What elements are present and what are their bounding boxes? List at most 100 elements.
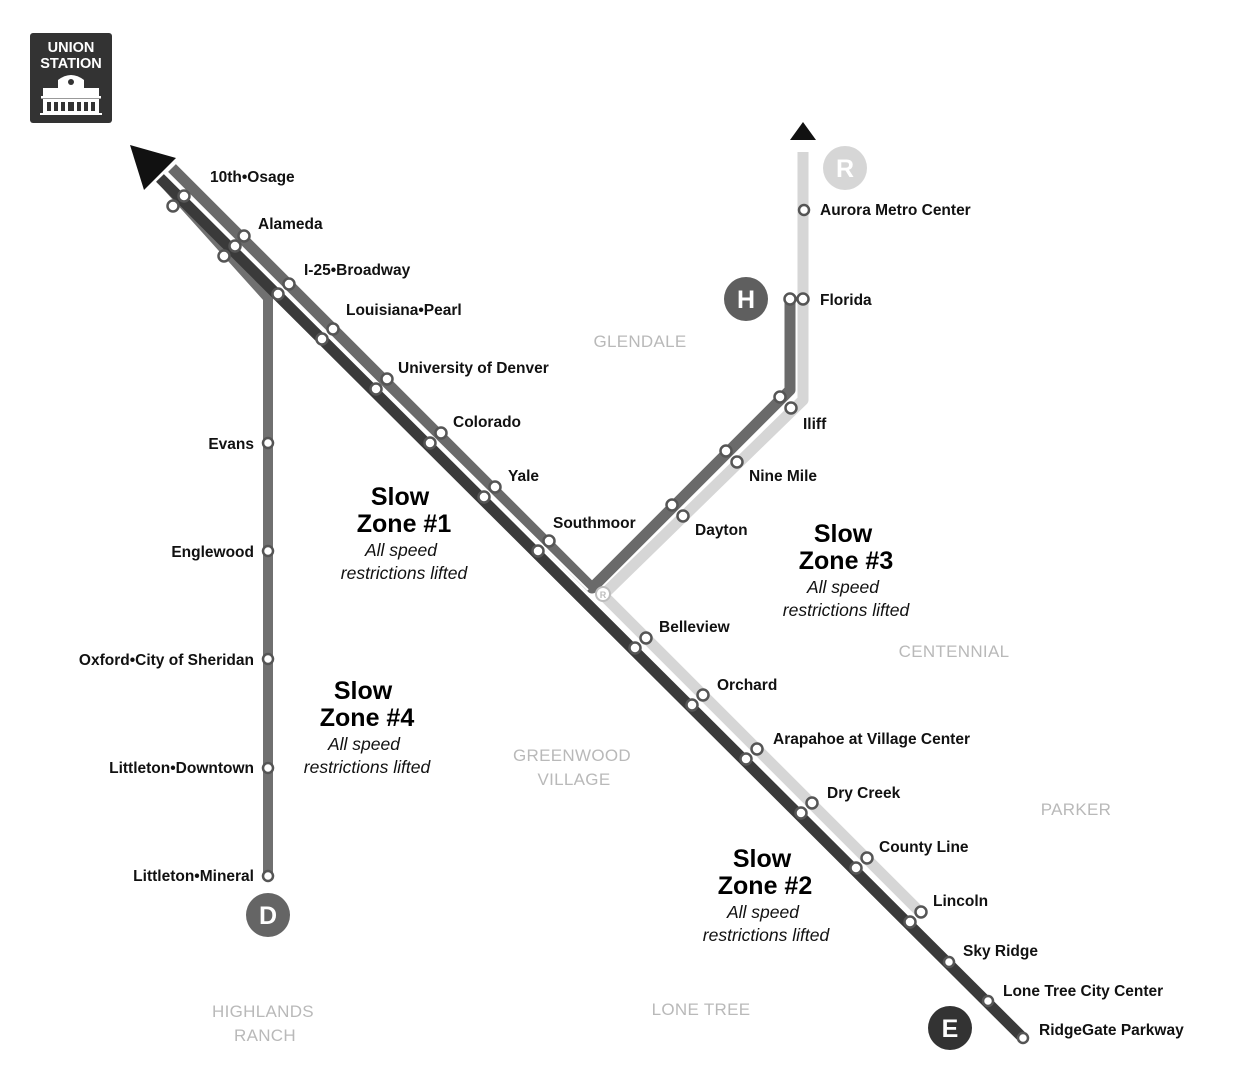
r-line-arrow-icon <box>790 122 816 140</box>
area-label: HIGHLANDS <box>212 1002 314 1021</box>
station-marker[interactable] <box>794 806 808 820</box>
station-marker[interactable] <box>783 292 797 306</box>
station-label[interactable]: Dayton <box>695 522 748 539</box>
station-label[interactable]: Sky Ridge <box>963 943 1038 960</box>
station-marker[interactable] <box>860 851 874 865</box>
svg-text:R: R <box>836 155 854 183</box>
station-marker[interactable] <box>639 631 653 645</box>
station-marker[interactable] <box>380 372 394 386</box>
station-marker[interactable] <box>177 189 191 203</box>
station-label[interactable]: Colorado <box>453 414 521 431</box>
zone-title: Zone #4 <box>320 704 415 732</box>
station-marker[interactable] <box>750 742 764 756</box>
zone-title: Zone #1 <box>357 510 452 538</box>
station-marker[interactable] <box>315 332 329 346</box>
station-label[interactable]: University of Denver <box>398 360 549 377</box>
zone-title: Zone #3 <box>799 547 893 575</box>
station-label[interactable]: Dry Creek <box>827 785 901 802</box>
station-marker[interactable] <box>685 698 699 712</box>
station-marker[interactable] <box>730 455 744 469</box>
station-marker[interactable] <box>488 480 502 494</box>
station-label[interactable]: Louisiana•Pearl <box>346 302 462 319</box>
station-labels: 10th•Osage Alameda I-25•Broadway Louisia… <box>79 169 1184 1039</box>
slow-zone-2: Slow Zone #2 All speed restrictions lift… <box>703 845 831 945</box>
zone-note: All speed <box>327 734 401 754</box>
station-marker[interactable] <box>719 444 733 458</box>
station-marker[interactable] <box>228 239 242 253</box>
station-marker[interactable] <box>326 322 340 336</box>
station-marker[interactable] <box>261 652 275 666</box>
area-label: PARKER <box>1041 800 1111 819</box>
station-marker[interactable] <box>665 498 679 512</box>
union-station-line1: UNION <box>48 40 95 56</box>
route-badge-h[interactable]: H <box>724 277 768 321</box>
station-label[interactable]: Southmoor <box>553 515 636 532</box>
station-label[interactable]: Aurora Metro Center <box>820 202 971 219</box>
slow-zone-4: Slow Zone #4 All speed restrictions lift… <box>304 677 432 777</box>
station-label[interactable]: Yale <box>508 468 539 485</box>
station-label[interactable]: Belleview <box>659 619 731 636</box>
station-marker[interactable] <box>942 955 956 969</box>
station-label[interactable]: Nine Mile <box>749 468 817 485</box>
zone-note: restrictions lifted <box>304 757 432 777</box>
station-label[interactable]: Alameda <box>258 216 323 233</box>
station-label[interactable]: Lone Tree City Center <box>1003 983 1163 1000</box>
station-marker[interactable] <box>696 688 710 702</box>
station-marker[interactable] <box>903 915 917 929</box>
station-marker[interactable] <box>849 861 863 875</box>
station-marker[interactable] <box>773 390 787 404</box>
station-marker[interactable] <box>797 203 811 217</box>
route-badge-e[interactable]: E <box>928 1006 972 1050</box>
station-label[interactable]: County Line <box>879 839 969 856</box>
e-line <box>156 174 1027 1042</box>
station-marker[interactable] <box>531 544 545 558</box>
station-label[interactable]: Oxford•City of Sheridan <box>79 652 254 669</box>
station-marker[interactable] <box>166 199 180 213</box>
station-marker[interactable] <box>261 869 275 883</box>
station-marker[interactable] <box>261 436 275 450</box>
station-marker[interactable] <box>796 292 810 306</box>
station-marker[interactable] <box>423 436 437 450</box>
station-marker[interactable] <box>217 249 231 263</box>
route-badge-r[interactable]: R <box>823 146 867 190</box>
station-label[interactable]: Evans <box>208 436 254 453</box>
zone-note: restrictions lifted <box>703 925 831 945</box>
station-marker[interactable] <box>271 287 285 301</box>
station-marker[interactable] <box>676 509 690 523</box>
station-label[interactable]: RidgeGate Parkway <box>1039 1022 1184 1039</box>
svg-text:D: D <box>259 902 277 930</box>
station-label[interactable]: Littleton•Mineral <box>133 868 254 885</box>
station-marker[interactable] <box>784 401 798 415</box>
station-marker[interactable] <box>261 544 275 558</box>
union-station-logo[interactable]: UNION STATION <box>30 33 112 123</box>
station-label[interactable]: Lincoln <box>933 893 988 910</box>
station-label[interactable]: I-25•Broadway <box>304 262 411 279</box>
station-marker[interactable] <box>628 641 642 655</box>
station-label[interactable]: Littleton•Downtown <box>109 760 254 777</box>
slow-zone-3: Slow Zone #3 All speed restrictions lift… <box>783 520 911 620</box>
station-marker[interactable] <box>237 229 251 243</box>
station-marker[interactable] <box>282 277 296 291</box>
station-marker[interactable] <box>1016 1031 1030 1045</box>
route-badge-d[interactable]: D <box>246 893 290 937</box>
station-marker[interactable] <box>739 752 753 766</box>
station-marker[interactable] <box>981 994 995 1008</box>
station-label[interactable]: 10th•Osage <box>210 169 295 186</box>
zone-title: Slow <box>371 483 430 511</box>
station-marker[interactable] <box>805 796 819 810</box>
zone-note: All speed <box>806 577 880 597</box>
station-label[interactable]: Iliff <box>803 416 827 433</box>
station-marker[interactable] <box>369 382 383 396</box>
station-label[interactable]: Orchard <box>717 677 777 694</box>
station-marker[interactable] <box>542 534 556 548</box>
station-marker[interactable] <box>261 761 275 775</box>
station-label[interactable]: Englewood <box>171 544 254 561</box>
r-junction-icon <box>595 586 611 602</box>
station-label[interactable]: Florida <box>820 292 872 309</box>
station-marker[interactable] <box>914 905 928 919</box>
union-station-line2: STATION <box>40 56 101 72</box>
station-label[interactable]: Arapahoe at Village Center <box>773 731 970 748</box>
station-marker[interactable] <box>434 426 448 440</box>
station-marker[interactable] <box>477 490 491 504</box>
